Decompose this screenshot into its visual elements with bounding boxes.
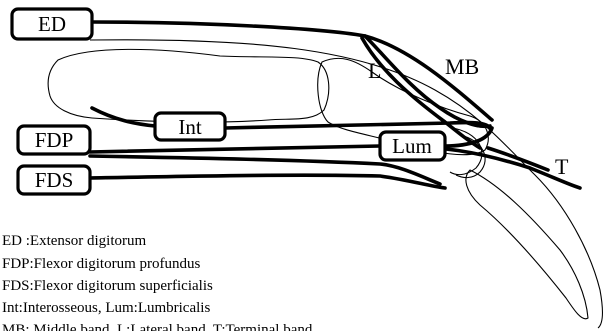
legend: ED :Extensor digitorum FDP:Flexor digito… (2, 233, 313, 331)
int-box-label: Int (178, 115, 201, 139)
legend-line-4: Int:Interosseous, Lum:Lumbricalis (2, 300, 210, 316)
fds-box-label: FDS (35, 168, 74, 192)
ed-box-label: ED (38, 12, 66, 36)
distal-phalanx (466, 170, 588, 319)
proximal-phalanx (48, 49, 329, 122)
fdp-tendon (90, 146, 580, 188)
fdp-box-label: FDP (35, 128, 74, 152)
fdp-box: FDP (18, 126, 90, 154)
fds-box: FDS (18, 166, 90, 194)
legend-line-2: FDP:Flexor digitorum profundus (2, 256, 201, 272)
int-tendon-left (92, 108, 155, 126)
terminal-band-label: T (555, 154, 569, 179)
fds-tendon (90, 175, 445, 188)
ed-tendon (92, 22, 492, 120)
lum-connector (445, 128, 492, 146)
legend-line-3: FDS:Flexor digitorum superficialis (2, 278, 213, 294)
ed-box: ED (12, 9, 92, 39)
lateral-band-label: L (368, 58, 381, 83)
lateral-band (365, 36, 490, 126)
lum-box: Lum (380, 132, 445, 160)
legend-line-5: MB: Middle band, L:Lateral band, T:Termi… (2, 322, 313, 331)
middle-band-label: MB (445, 54, 479, 79)
int-box: Int (155, 113, 225, 140)
legend-line-1: ED :Extensor digitorum (2, 233, 146, 249)
lum-box-label: Lum (392, 134, 432, 158)
